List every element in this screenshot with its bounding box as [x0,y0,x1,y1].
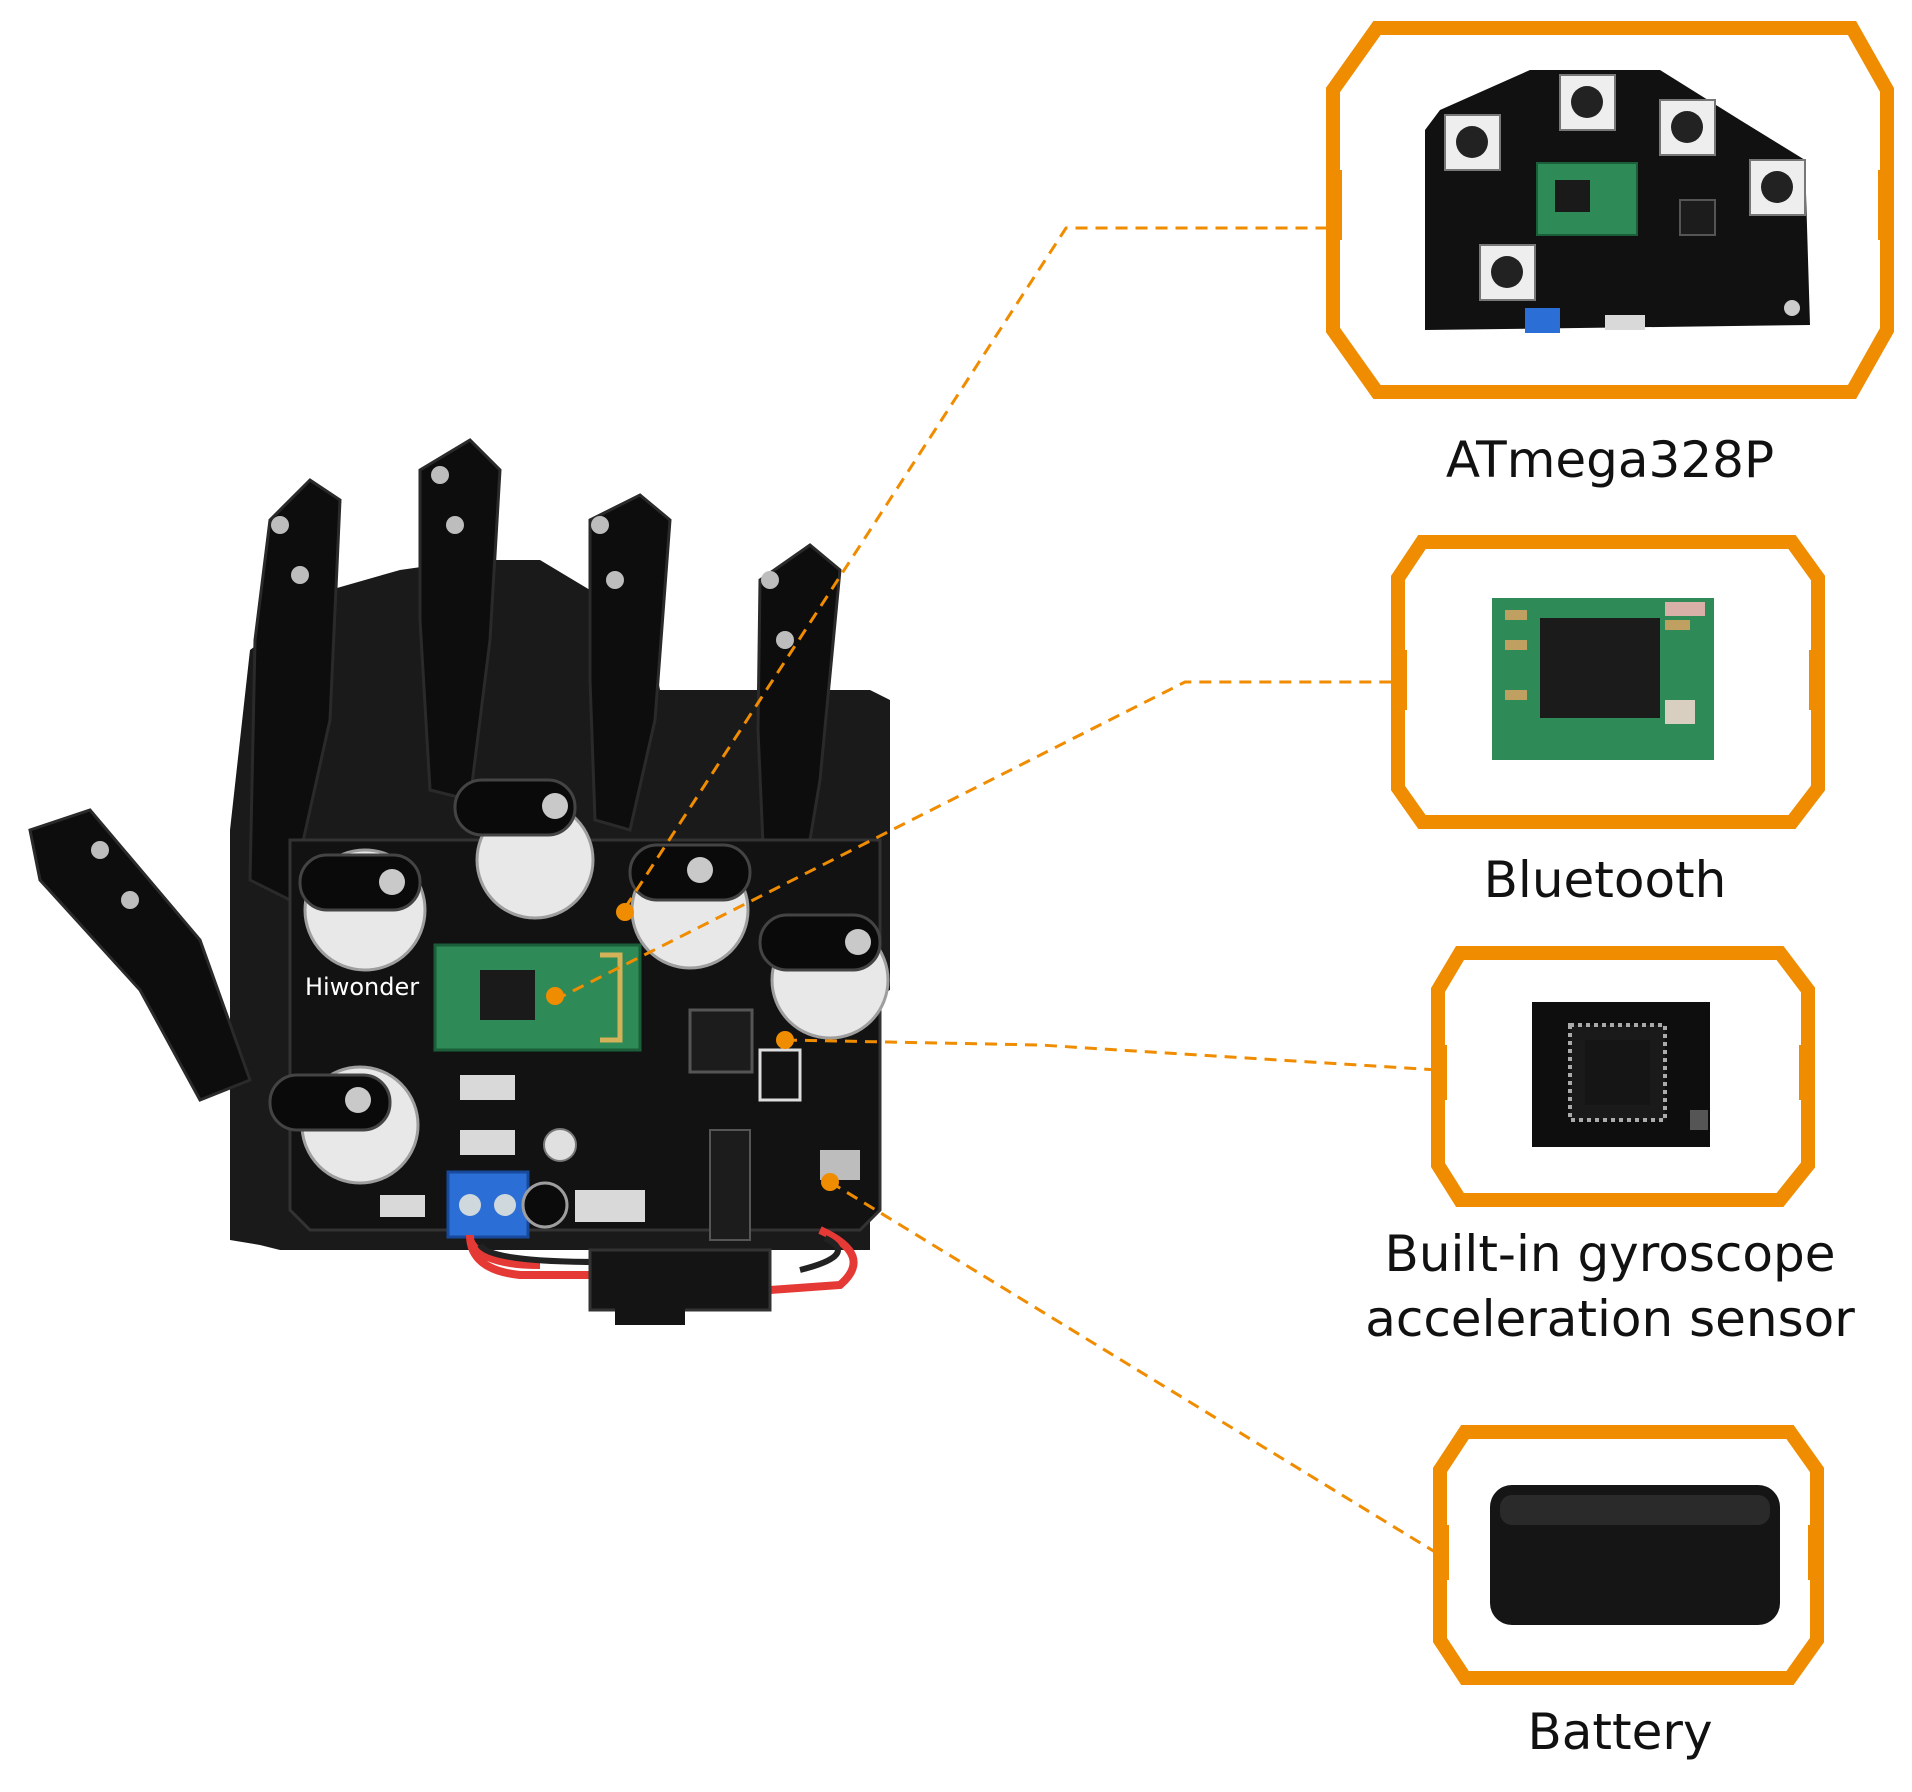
leader-dots [546,903,839,1191]
atmega-board-photo [1425,70,1810,333]
gyroscope-chip-photo [1532,1002,1710,1147]
label-atmega: ATmega328P [1340,428,1880,493]
label-atmega-text: ATmega328P [1445,431,1775,489]
label-gyro-line1: Built-in gyroscope [1384,1225,1836,1283]
label-gyro-line2: acceleration sensor [1365,1290,1855,1348]
bluetooth-leader [554,680,1398,1002]
robotic-hand-photo: Hiwonder [28,438,890,1325]
bluetooth-frame [1391,535,1825,829]
label-bluetooth: Bluetooth [1370,848,1840,913]
gyro-leader [784,1038,1439,1072]
leader-lines [554,226,1441,1557]
label-bluetooth-text: Bluetooth [1483,851,1727,909]
label-battery: Battery [1400,1700,1840,1765]
label-battery-text: Battery [1527,1703,1713,1761]
battery-photo [1490,1485,1780,1625]
atmega-leader [623,226,1333,909]
brand-print: Hiwonder [305,973,419,1001]
label-gyro: Built-in gyroscope acceleration sensor [1300,1222,1912,1352]
bluetooth-chip-photo [1492,598,1714,760]
